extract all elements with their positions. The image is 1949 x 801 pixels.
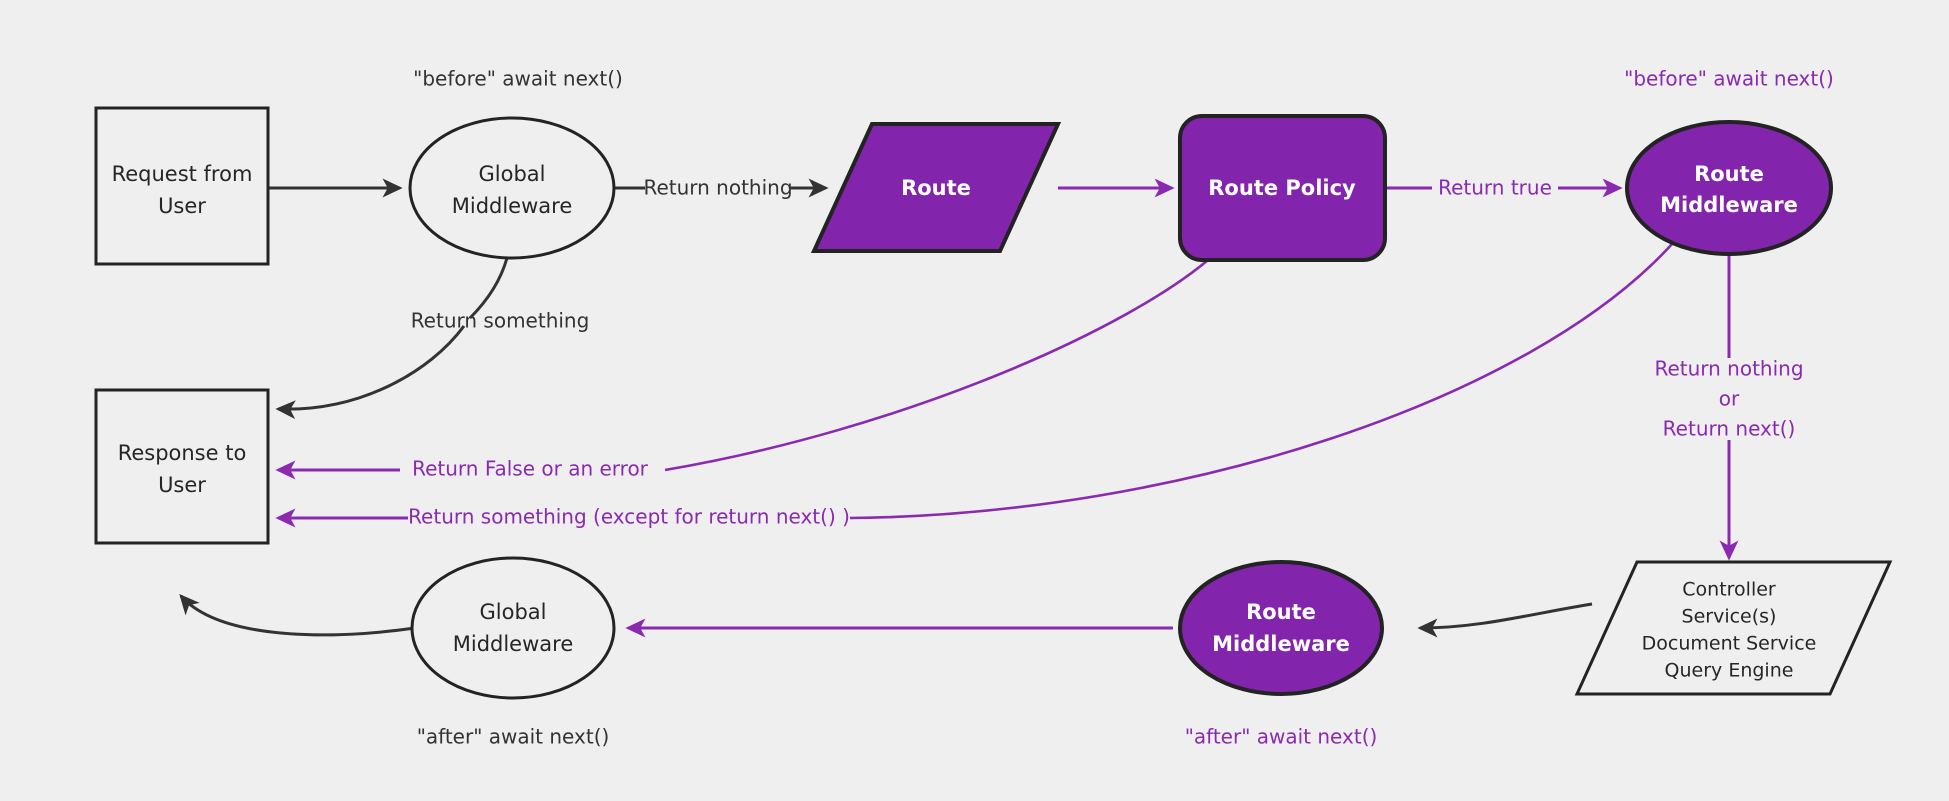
node-controller-label-line2: Service(s) bbox=[1682, 606, 1777, 628]
node-route-middleware-top[interactable] bbox=[1625, 120, 1833, 256]
node-request-from-user-label-line1: Request from bbox=[112, 162, 253, 186]
node-controller-label-line1: Controller bbox=[1682, 579, 1776, 601]
node-global-middleware-top[interactable] bbox=[408, 116, 616, 260]
node-route[interactable] bbox=[810, 122, 1062, 253]
annotation-after-await-next-route: "after" await next() bbox=[1185, 725, 1378, 749]
edge-controller-to-route-middleware-bottom bbox=[1417, 602, 1593, 638]
node-global-middleware-top-label-line1: Global bbox=[479, 162, 546, 186]
node-route-middleware-bottom-label-line2: Middleware bbox=[1212, 632, 1350, 656]
edge-global-middleware-bottom-to-response bbox=[179, 594, 416, 637]
node-controller-label-line3: Document Service bbox=[1642, 633, 1817, 655]
edge-route-middleware-return-something-except bbox=[849, 243, 1673, 520]
node-route-middleware-top-label-line2: Middleware bbox=[1660, 193, 1798, 217]
edge-label-return-nothing-or-next-line2: or bbox=[1719, 387, 1740, 411]
edge-label-return-false-or-error: Return False or an error bbox=[412, 457, 649, 481]
node-route-middleware-top-label-line1: Route bbox=[1694, 162, 1764, 186]
node-response-to-user[interactable] bbox=[94, 388, 270, 545]
node-route-middleware-bottom-label-line1: Route bbox=[1246, 600, 1316, 624]
node-global-middleware-bottom[interactable] bbox=[410, 556, 616, 700]
edge-route-policy-return-false bbox=[664, 253, 1216, 472]
node-response-to-user-label-line1: Response to bbox=[118, 441, 247, 465]
annotation-after-await-next-global: "after" await next() bbox=[417, 725, 610, 749]
annotation-before-await-next-global: "before" await next() bbox=[413, 67, 623, 91]
node-global-middleware-bottom-label-line2: Middleware bbox=[453, 632, 574, 656]
edge-global-middleware-return-something bbox=[468, 257, 509, 320]
edge-label-return-true: Return true bbox=[1438, 176, 1552, 200]
node-request-from-user-label-line2: User bbox=[158, 194, 206, 218]
edge-label-return-nothing-or-next-line3: Return next() bbox=[1663, 417, 1796, 441]
edge-label-return-something-except: Return something (except for return next… bbox=[408, 505, 850, 529]
node-route-label: Route bbox=[901, 176, 971, 200]
node-response-to-user-label-line2: User bbox=[158, 473, 206, 497]
node-route-policy-label: Route Policy bbox=[1208, 176, 1356, 200]
edge-label-return-something: Return something bbox=[411, 309, 590, 333]
annotation-before-await-next-route: "before" await next() bbox=[1624, 67, 1834, 91]
node-route-middleware-bottom[interactable] bbox=[1178, 560, 1384, 696]
node-global-middleware-bottom-label-line1: Global bbox=[480, 600, 547, 624]
node-controller[interactable] bbox=[1574, 560, 1893, 696]
node-controller-label-line4: Query Engine bbox=[1665, 660, 1794, 682]
edge-return-something-to-response bbox=[275, 325, 466, 420]
edge-label-return-nothing: Return nothing bbox=[643, 176, 792, 200]
edge-label-return-nothing-or-next-line1: Return nothing bbox=[1654, 357, 1803, 381]
node-route-policy[interactable] bbox=[1178, 114, 1387, 262]
node-request-from-user[interactable] bbox=[94, 106, 270, 266]
node-global-middleware-top-label-line2: Middleware bbox=[452, 194, 573, 218]
